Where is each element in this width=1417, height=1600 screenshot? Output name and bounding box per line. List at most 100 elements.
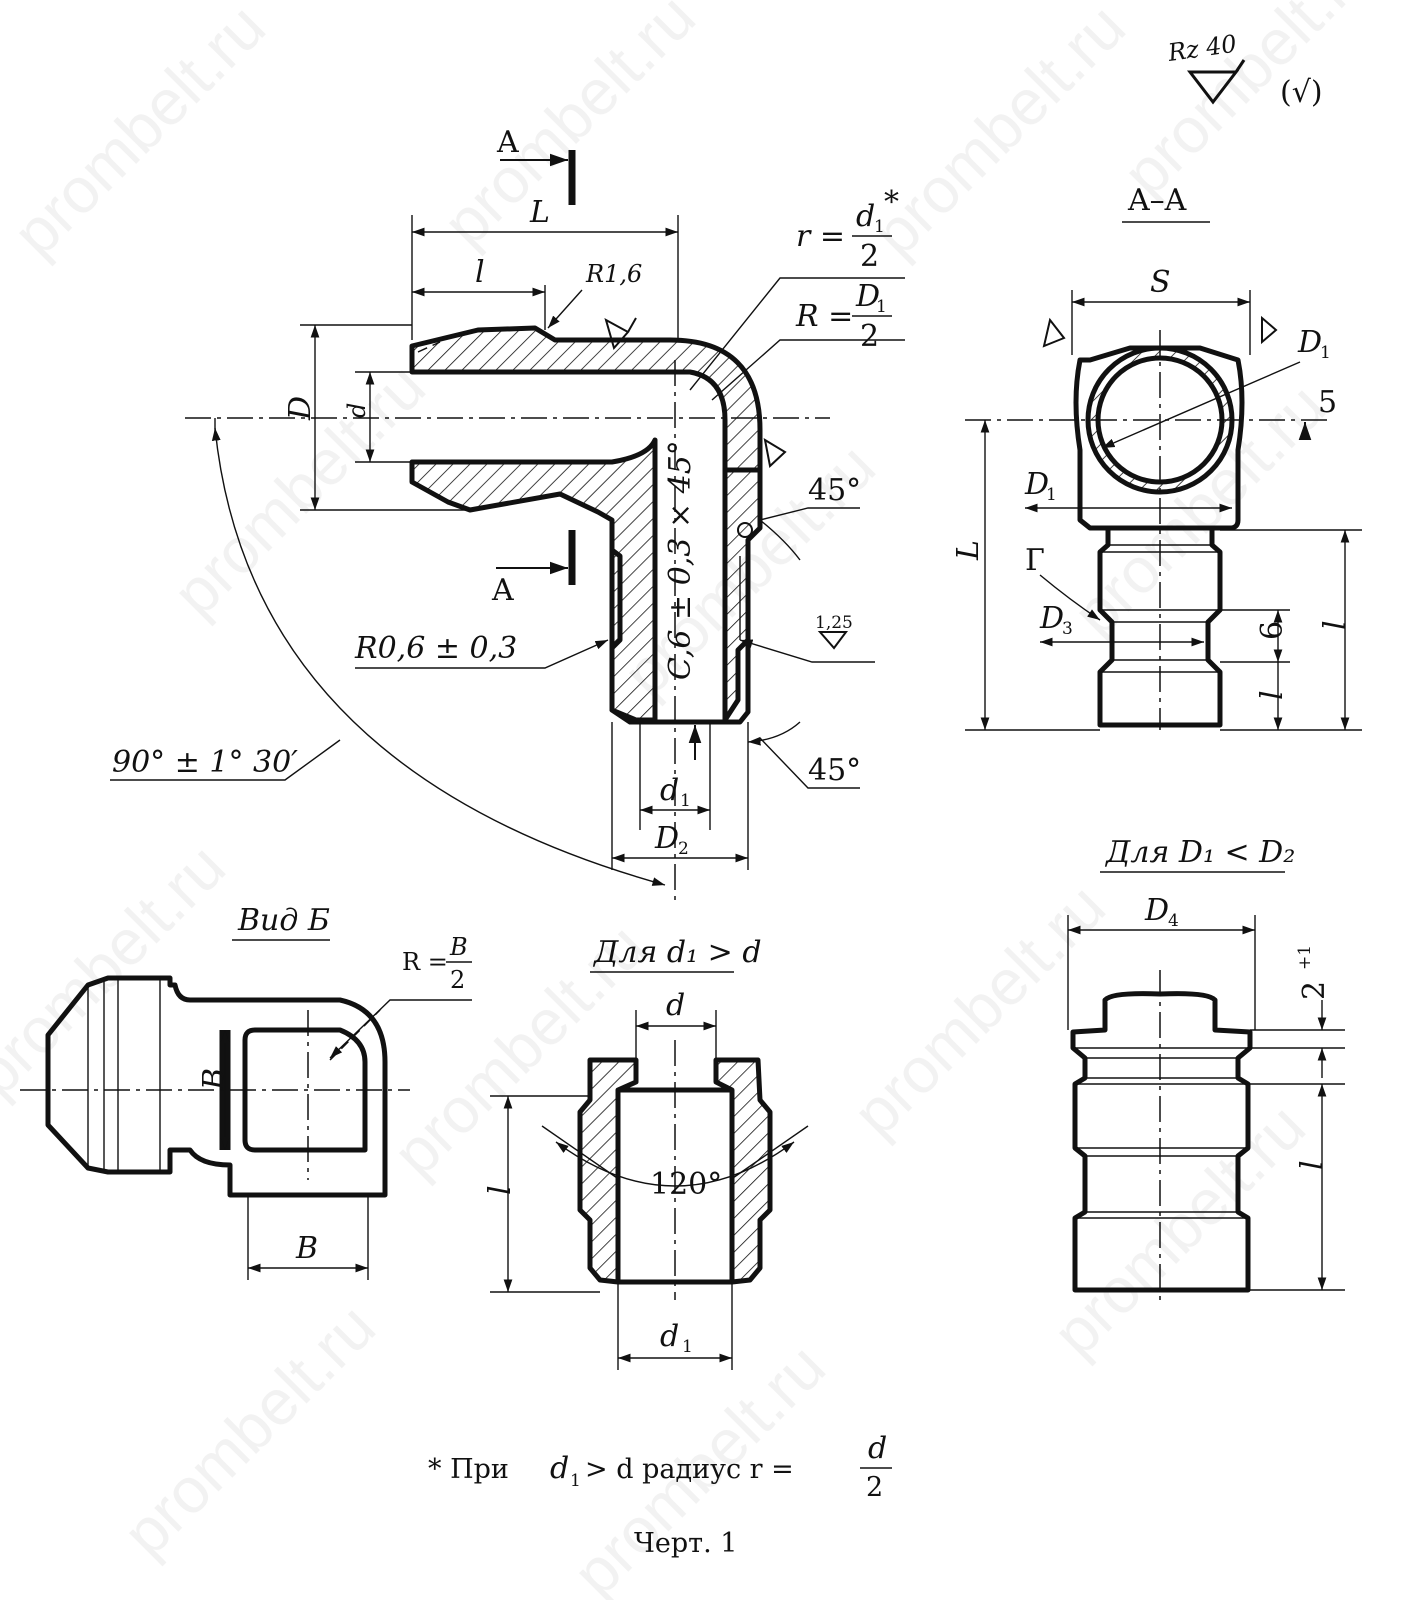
view-b-radius-num: B (449, 933, 468, 961)
leader-G (1039, 574, 1101, 621)
watermark-text: prombelt.ru (0, 0, 279, 270)
angle-label-90: 90° ± 1° 30′ (112, 745, 298, 780)
footnote-prefix: * При (428, 1454, 509, 1485)
view-b-radius-prefix: R = (402, 948, 448, 976)
roughness-icon-125 (817, 631, 848, 650)
roughness-bracket: (√) (1280, 75, 1323, 110)
dim-label-l3: l (483, 1185, 518, 1195)
dim-label-L1: L (951, 540, 986, 561)
svg-text:4: 4 (1168, 911, 1179, 931)
dim-label-D: D (283, 396, 318, 421)
dim-label-D1-top: D (1297, 325, 1322, 360)
radius-leader-r (689, 277, 905, 391)
view-b-radius-leader (329, 999, 472, 1059)
dim-label-d: d (343, 403, 371, 418)
dim-label-d-top: d (666, 988, 685, 1023)
radius-r-denominator: 2 (860, 239, 879, 274)
dim-label-d1-bottom: d (660, 1319, 679, 1354)
footnote: * При d 1 > d радиус r = d 2 (428, 1431, 892, 1503)
angle-leader-90 (110, 739, 341, 781)
svg-text:2: 2 (678, 839, 689, 859)
main-view: L l A A D d R1,6 r = d 1 * 2 R (110, 125, 905, 900)
angle-arc-45-top (759, 519, 801, 561)
dim-label-D4: D (1144, 893, 1169, 928)
dim-label-D1-mid: D (1024, 467, 1049, 502)
radius-R-numerator: D (855, 279, 880, 314)
svg-text:1: 1 (1046, 485, 1057, 505)
dim-label-B-vertical: B (197, 1068, 232, 1091)
watermark-text: prombelt.ru (1039, 1090, 1319, 1370)
watermark-text: prombelt.ru (109, 1290, 389, 1570)
detail-D1-lt-D2: Для D₁ < D₂ D 4 2 +1 l (1067, 835, 1345, 1305)
angle-leader-45-bottom (759, 737, 860, 789)
svg-text:+1: +1 (1295, 945, 1315, 970)
dim-label-d1: d (660, 773, 679, 808)
footnote-var: d (550, 1451, 569, 1486)
angle-leader-45-top (759, 507, 860, 521)
footnote-frac-den: 2 (866, 1472, 883, 1503)
thread-relief-circle (737, 522, 753, 538)
watermark-text: prombelt.ru (159, 350, 439, 630)
radius-R-denominator: 2 (860, 319, 879, 354)
svg-text:1: 1 (680, 791, 691, 811)
angle-arc-45-bottom (747, 721, 801, 746)
roughness-triangle-icon (1186, 59, 1246, 105)
watermark-text: prombelt.ru (1109, 0, 1389, 210)
view-b: Вид Б R = B 2 B B (20, 903, 472, 1280)
radius-leader-R16 (547, 289, 583, 329)
radius-label-R16: R1,6 (585, 260, 642, 288)
figure-caption: Черт. 1 (634, 1528, 737, 1559)
section-letter-bottom: A (491, 573, 514, 608)
dim-label-l: l (475, 255, 485, 290)
svg-text:1: 1 (682, 1337, 693, 1357)
svg-text:1: 1 (1320, 343, 1331, 363)
chamfer-hidden-line (417, 341, 441, 353)
roughness-icon-aa-left (1042, 317, 1066, 348)
dim-label-l2: l (1255, 690, 1290, 700)
svg-text:1: 1 (876, 297, 887, 317)
footnote-middle: > d радиус r = (585, 1454, 794, 1485)
detail-d1-gt-d: Для d₁ > d d l 120° d 1 (483, 935, 809, 1370)
svg-text:1: 1 (874, 217, 885, 237)
radius-leader-R (711, 339, 905, 401)
dim-leader-D1-top (1101, 361, 1301, 449)
dim-label-2p1: 2 (1297, 981, 1332, 1000)
view-b-radius-den: 2 (450, 966, 465, 994)
aa-shank (1097, 528, 1223, 728)
view-b-title: Вид Б (237, 903, 330, 938)
dim-label-5: 5 (1318, 385, 1337, 420)
angle-arc-90 (211, 427, 666, 886)
roughness-icon-right (763, 437, 787, 468)
aa-hex-body (1073, 345, 1245, 531)
general-roughness-symbol: Rz 40 (√) (1165, 30, 1322, 110)
angle-label-120: 120° (650, 1167, 722, 1202)
detail-title-D1-lt-D2: Для D₁ < D₂ (1104, 835, 1295, 870)
radius-r-prefix: r = (796, 219, 845, 254)
chamfer-label: C,6 ± 0,3 × 45° (663, 440, 698, 680)
angle-label-45-top: 45° (808, 473, 861, 508)
svg-text:3: 3 (1062, 619, 1073, 639)
radius-R-prefix: R = (795, 299, 853, 334)
watermark-text: prombelt.ru (429, 0, 709, 260)
svg-text:1: 1 (570, 1471, 581, 1491)
roughness-label-125: 1,25 (815, 613, 853, 633)
aa-shank-feature-lines (1100, 544, 1220, 673)
dim-label-6: 6 (1255, 621, 1290, 640)
roughness-leader-125 (739, 639, 875, 663)
watermark-text: prombelt.ru (859, 0, 1139, 270)
radius-r-numerator: d (856, 199, 875, 234)
dim-label-L: L (529, 195, 550, 230)
D4-detail-feature-lines (1073, 1047, 1250, 1219)
dim-label-B-horizontal: B (295, 1231, 318, 1266)
section-a-a: A–A S D 1 5 D 1 L Г (951, 183, 1362, 731)
view-b-hidden-radius (329, 1009, 381, 1061)
D4-detail-body (1070, 991, 1253, 1293)
label-G: Г (1025, 543, 1045, 578)
footnote-frac-num: d (868, 1431, 887, 1466)
dim-label-l1-D4: l (1295, 1160, 1330, 1170)
section-letter-top: A (496, 125, 519, 160)
view-b-thread-lines (87, 978, 161, 1172)
dim-label-S: S (1150, 265, 1171, 300)
svg-text:*: * (884, 185, 899, 220)
